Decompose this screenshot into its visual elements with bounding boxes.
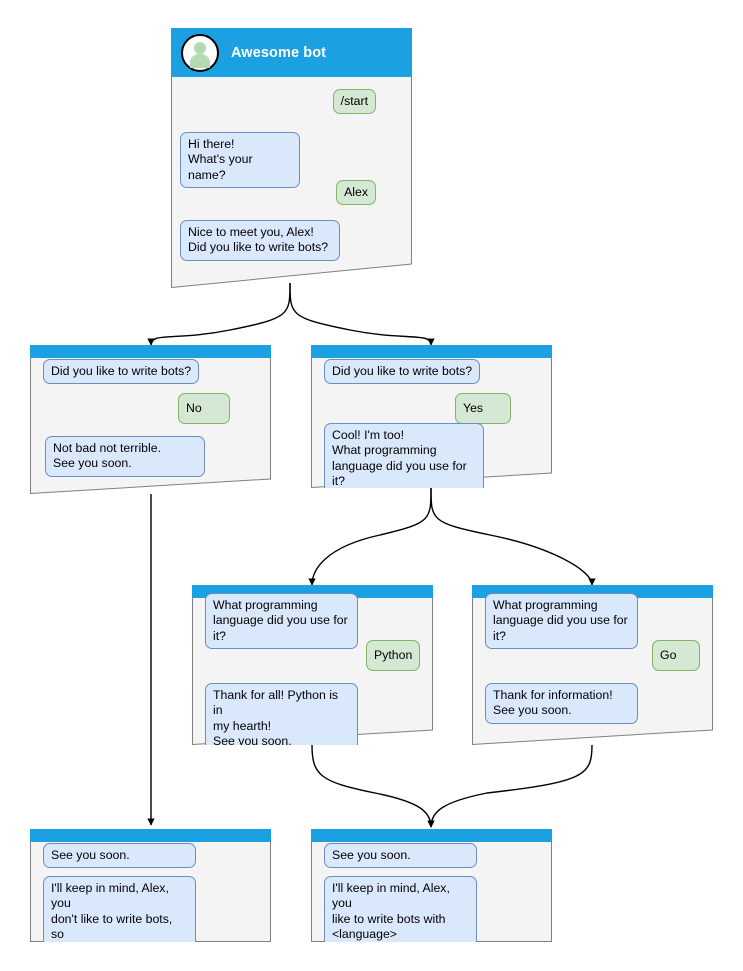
message-bubble-bot[interactable]: Hi there! What's your name? [180, 132, 300, 189]
message-bubble-user[interactable]: Python [366, 640, 420, 671]
edge-root-to-no [147, 282, 291, 346]
card-no-branch-messages: Did you like to write bots? No Not bad n… [30, 345, 271, 494]
card-end-sad-header [30, 829, 271, 842]
card-end-sad-messages: See you soon. I'll keep in mind, Alex, y… [30, 829, 271, 942]
card-root[interactable]: Awesome bot /start Hi there! What's your… [171, 28, 412, 288]
message-bubble-bot[interactable]: Not bad not terrible. See you soon. [45, 436, 205, 477]
card-python-branch[interactable]: What programming language did you use fo… [192, 585, 433, 745]
edge-yes-to-python [308, 487, 432, 586]
message-bubble-user[interactable]: Alex [336, 180, 376, 206]
message-bubble-bot[interactable]: Cool! I'm too! What programming language… [324, 423, 484, 488]
message-bubble-user[interactable]: No [178, 393, 230, 424]
card-yes-branch-messages: Did you like to write bots? Yes Cool! I'… [311, 345, 552, 488]
card-yes-branch-header [311, 345, 552, 358]
message-bubble-bot[interactable]: I'll keep in mind, Alex, you don't like … [43, 876, 196, 942]
message-bubble-user[interactable]: Go [652, 640, 700, 671]
person-avatar-icon [181, 33, 219, 72]
edge-python-to-end-happy [311, 744, 435, 828]
message-bubble-bot[interactable]: See you soon. [43, 843, 196, 869]
card-root-header: Awesome bot [171, 28, 412, 77]
card-no-branch[interactable]: Did you like to write bots? No Not bad n… [30, 345, 271, 494]
bot-name-label: Awesome bot [231, 44, 327, 61]
message-bubble-user[interactable]: /start [332, 89, 376, 115]
edge-yes-to-go [430, 487, 596, 586]
message-bubble-bot[interactable]: I'll keep in mind, Alex, you like to wri… [324, 876, 477, 942]
message-bubble-user[interactable]: Yes [455, 393, 511, 424]
card-python-branch-messages: What programming language did you use fo… [192, 585, 433, 745]
message-bubble-bot[interactable]: Nice to meet you, Alex! Did you like to … [180, 220, 340, 261]
card-end-happy-header [311, 829, 552, 842]
edge-root-to-yes [289, 282, 435, 346]
card-end-sad[interactable]: See you soon. I'll keep in mind, Alex, y… [30, 829, 271, 942]
message-bubble-bot[interactable]: See you soon. [324, 843, 477, 869]
card-end-happy[interactable]: See you soon. I'll keep in mind, Alex, y… [311, 829, 552, 942]
message-bubble-bot[interactable]: Thank for information! See you soon. [485, 683, 638, 724]
message-bubble-bot[interactable]: What programming language did you use fo… [485, 593, 638, 650]
card-yes-branch[interactable]: Did you like to write bots? Yes Cool! I'… [311, 345, 552, 488]
message-bubble-bot[interactable]: What programming language did you use fo… [205, 593, 358, 650]
card-no-branch-header [30, 345, 271, 358]
message-bubble-bot[interactable]: Thank for all! Python is in my hearth! S… [205, 683, 358, 745]
card-go-branch-messages: What programming language did you use fo… [472, 585, 713, 745]
message-bubble-bot[interactable]: Did you like to write bots? [43, 359, 200, 385]
edge-go-to-end-happy [427, 744, 593, 828]
card-go-branch[interactable]: What programming language did you use fo… [472, 585, 713, 745]
card-root-messages: /start Hi there! What's your name? Alex … [171, 28, 412, 288]
card-end-happy-messages: See you soon. I'll keep in mind, Alex, y… [311, 829, 552, 942]
message-bubble-bot[interactable]: Did you like to write bots? [324, 359, 481, 385]
